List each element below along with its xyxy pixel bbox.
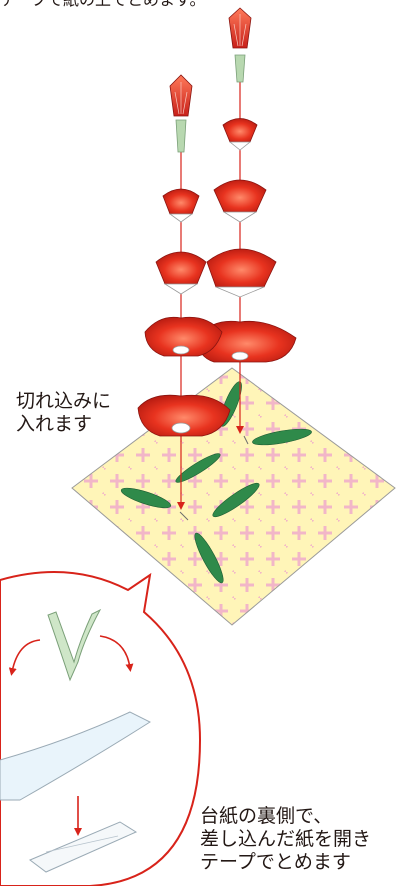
flower-cups-left [137, 188, 231, 437]
open-arrow-left [8, 639, 41, 676]
leaves [120, 381, 312, 584]
tape-strip [29, 821, 138, 873]
back-side-line-1: 台紙の裏側で、 [200, 805, 333, 827]
flower-cup [213, 179, 267, 223]
folded-stem [47, 608, 102, 682]
leaf [120, 487, 172, 509]
cut-slit-label: 切れ込みに 入れます [16, 390, 111, 436]
leaf [212, 482, 260, 518]
flower-cups-right [197, 118, 297, 363]
slits [179, 435, 249, 521]
flower-open [144, 316, 223, 357]
open-arrow-right [99, 635, 134, 672]
bud-left [169, 74, 193, 153]
back-side-line-2: 差し込んだ紙を開き [200, 828, 372, 850]
cut-slit-line-2: 入れます [16, 413, 93, 435]
back-side-line-3: テープでとめます [200, 851, 351, 873]
flower-cup [222, 118, 258, 151]
bud-right [228, 7, 252, 83]
cut-slit-line-1: 切れ込みに [16, 390, 112, 412]
flower-open [137, 394, 231, 437]
leaf [194, 532, 224, 584]
flower-cup [162, 188, 200, 223]
top-caption: テープで紙の上でとめます。 [0, 0, 205, 10]
flower-cup [155, 251, 207, 295]
back-side-label: 台紙の裏側で、 差し込んだ紙を開き テープでとめます [200, 805, 371, 874]
tape-curve [0, 711, 152, 801]
leaf [175, 453, 221, 483]
leaf [252, 428, 312, 446]
flower-cup [206, 248, 277, 298]
flower-open [197, 320, 297, 363]
callout-content [0, 608, 152, 873]
